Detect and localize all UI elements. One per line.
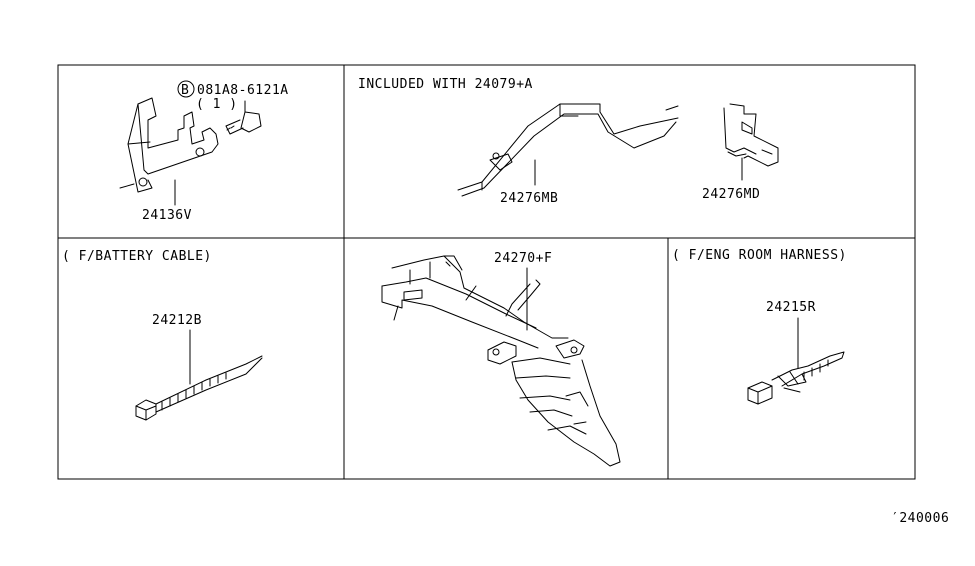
panel-included: INCLUDED WITH 24079+A 24276MB 24276MD <box>358 77 779 206</box>
cable-tie-part-number: 24212B <box>152 313 202 328</box>
bracket-24136v-drawing <box>119 97 219 193</box>
panel-eng-room-harness: ( F/ENG ROOM HARNESS) 24215R <box>672 248 847 405</box>
panel-bracket: B 081A8-6121A ( 1 ) 24136V <box>119 80 289 223</box>
cable-tie-24212b-drawing <box>135 355 263 421</box>
clip-24215r-drawing <box>747 351 845 405</box>
panel-battery-cable: ( F/BATTERY CABLE) 24212B <box>62 249 263 421</box>
included-note: INCLUDED WITH 24079+A <box>358 77 533 92</box>
protector-24276md-drawing <box>723 103 779 167</box>
diagram-reference-id: ′240006 <box>891 511 949 526</box>
diagram-frame <box>57 64 916 480</box>
panel-main-protector: 24270+F <box>381 251 621 467</box>
clip-part-number: 24215R <box>766 300 816 315</box>
protector-md-part-number: 24276MD <box>702 187 760 202</box>
protector-24276mb-drawing <box>457 103 679 197</box>
battery-cable-note: ( F/BATTERY CABLE) <box>62 249 212 264</box>
bolt-symbol-circle <box>177 80 195 98</box>
eng-room-harness-note: ( F/ENG ROOM HARNESS) <box>672 248 847 263</box>
bracket-part-number: 24136V <box>142 208 192 223</box>
bolt-symbol: B <box>181 83 189 98</box>
main-protector-part-number: 24270+F <box>494 251 552 266</box>
protector-mb-part-number: 24276MB <box>500 191 558 206</box>
bolt-drawing <box>225 111 262 135</box>
bolt-quantity: ( 1 ) <box>196 97 238 112</box>
protector-24270f-drawing <box>381 255 621 467</box>
bolt-part-number: 081A8-6121A <box>197 83 289 98</box>
